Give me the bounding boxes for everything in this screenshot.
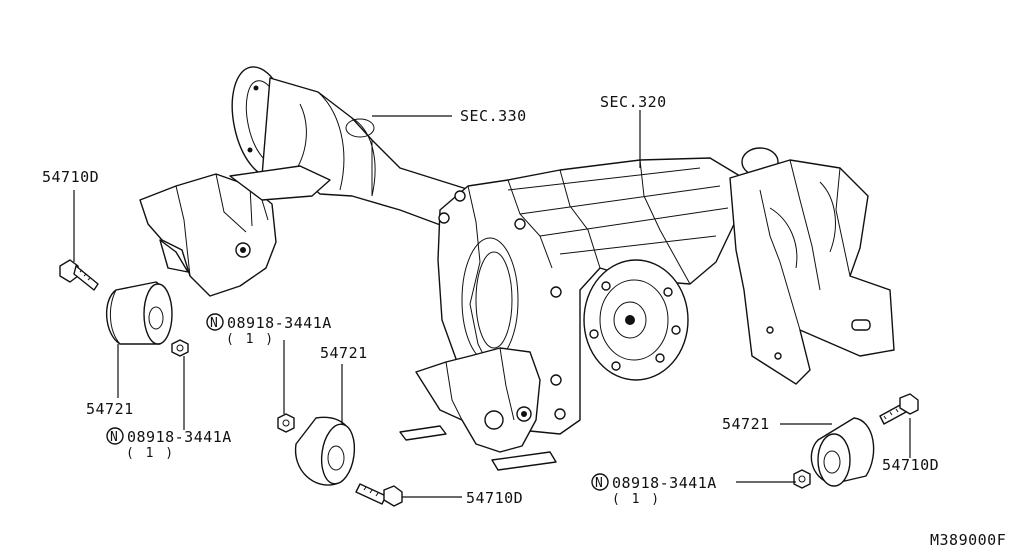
label-nut-middle-qty: ( 1 )	[226, 332, 275, 347]
leader-lines	[73, 110, 911, 498]
figure-code: M389000F	[930, 531, 1006, 549]
label-bolt-left: 54710D	[42, 168, 99, 186]
n-marker-middle-letter: N	[210, 316, 220, 331]
label-sec-330: SEC.330	[460, 107, 527, 125]
bushing-right	[810, 417, 875, 487]
label-bushing-left: 54721	[86, 400, 134, 418]
label-nut-left: 08918-3441A	[127, 428, 232, 446]
left-mount-bracket	[139, 165, 331, 297]
bushing-left	[105, 281, 173, 345]
bolt-right	[879, 393, 919, 425]
n-marker-right	[591, 473, 609, 491]
right-mount-bracket	[729, 147, 895, 385]
n-marker-left-letter: N	[110, 430, 120, 445]
label-bushing-right: 54721	[722, 415, 770, 433]
bushing-middle	[294, 416, 356, 486]
bolt-left	[59, 259, 99, 291]
label-nut-right-qty: ( 1 )	[612, 492, 661, 507]
label-bolt-middle: 54710D	[466, 489, 523, 507]
n-marker-right-letter: N	[595, 476, 605, 491]
nut-right	[793, 469, 811, 489]
label-nut-middle: 08918-3441A	[227, 314, 332, 332]
lower-mount-bracket	[399, 347, 557, 471]
nut-left	[171, 339, 189, 357]
bolt-middle	[355, 483, 403, 507]
n-marker-left	[106, 427, 124, 445]
label-sec-320: SEC.320	[600, 93, 667, 111]
n-marker-middle	[206, 313, 224, 331]
label-nut-left-qty: ( 1 )	[126, 446, 175, 461]
callout-labels: SEC.330 SEC.320 54710D 54721 N 08918-344…	[42, 93, 1006, 549]
nut-middle	[277, 413, 295, 433]
label-bolt-right: 54710D	[882, 456, 939, 474]
label-nut-right: 08918-3441A	[612, 474, 717, 492]
label-bushing-middle: 54721	[320, 344, 368, 362]
